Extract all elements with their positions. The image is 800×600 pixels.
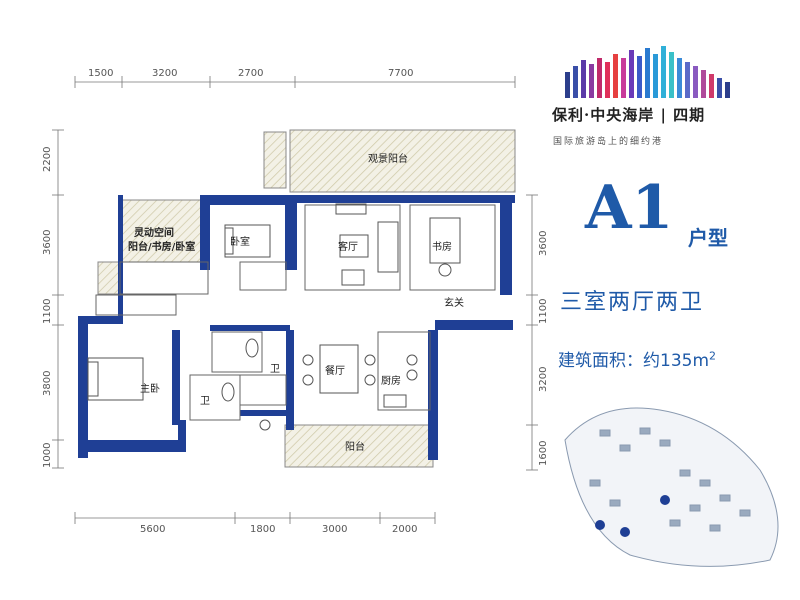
room-bath-1: 卫: [200, 396, 210, 407]
dim-top-2: 3200: [152, 68, 177, 79]
unit-area: 建筑面积：约135m2: [558, 346, 716, 371]
dim-left-1: 2200: [42, 147, 53, 172]
room-bedroom: 卧室: [230, 235, 250, 248]
site-key-plan: [564, 407, 779, 567]
room-view-balcony: 观景阳台: [368, 152, 408, 165]
dim-bottom-4: 2000: [392, 524, 417, 535]
dim-bottom-3: 3000: [322, 524, 347, 535]
unit-suffix: 户型: [688, 226, 728, 250]
room-master: 主卧: [140, 382, 160, 395]
dim-top-4: 7700: [388, 68, 413, 79]
room-flex-space-2: 阳台/书房/卧室: [128, 240, 195, 253]
view-balcony-area: [289, 129, 516, 193]
brand-logo-bars: [565, 46, 730, 98]
room-kitchen: 厨房: [381, 374, 401, 387]
unit-code: A1: [585, 173, 674, 243]
dim-left-3: 1100: [42, 299, 53, 324]
area-label: 建筑面积：约: [558, 351, 660, 371]
unit-layout: 三室两厅两卫: [560, 290, 705, 315]
dim-left-2: 3600: [42, 230, 53, 255]
dim-right-3: 3200: [538, 367, 549, 392]
furniture: [87, 203, 461, 431]
area-value: 135: [660, 351, 693, 371]
walls: [78, 195, 515, 460]
dim-right-4: 1600: [538, 441, 549, 466]
dimension-lines: [52, 76, 538, 524]
area-unit: m: [692, 351, 710, 371]
interior-lines: [95, 204, 496, 421]
ac-platform-top: [263, 131, 287, 189]
dim-right-1: 3600: [538, 231, 549, 256]
room-bath-2: 卫: [270, 364, 280, 375]
brand-tagline: 国际旅游岛上的细约港: [553, 137, 664, 147]
brand-name: 保利·中央海岸 | 四期: [552, 106, 706, 124]
dim-left-5: 1000: [42, 443, 53, 468]
dim-bottom-1: 5600: [140, 524, 165, 535]
ac-platform-left: [97, 261, 121, 295]
dim-right-2: 1100: [538, 299, 549, 324]
area-unit-sup: 2: [709, 349, 717, 363]
room-study: 书房: [432, 240, 452, 253]
room-living: 客厅: [338, 240, 358, 253]
balcony-area: [284, 424, 434, 468]
room-dining: 餐厅: [325, 364, 345, 377]
dim-bottom-2: 1800: [250, 524, 275, 535]
room-flex-space-1: 灵动空间: [134, 226, 174, 239]
room-balcony: 阳台: [345, 440, 365, 453]
dim-top-3: 2700: [238, 68, 263, 79]
room-entrance: 玄关: [444, 296, 464, 309]
dim-top-1: 1500: [88, 68, 113, 79]
dim-left-4: 3800: [42, 371, 53, 396]
